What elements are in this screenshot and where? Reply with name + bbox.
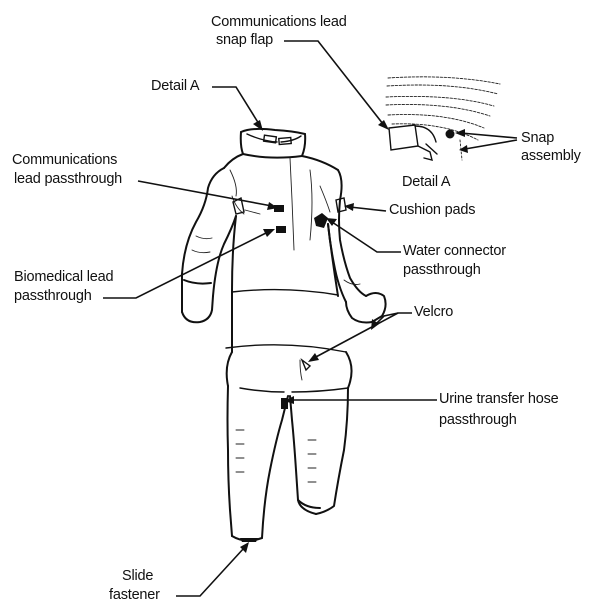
label-comm-passthrough-line1: Communications [12, 152, 117, 169]
label-urine-hose-line2: passthrough [439, 412, 517, 429]
detail-a-inset-drawing [386, 77, 500, 160]
slide-fastener-icon [240, 538, 258, 542]
label-snap-assembly-line2: assembly [521, 148, 581, 165]
label-comm-snap-flap-line1: Communications lead [211, 14, 347, 31]
label-comm-snap-flap-line2: snap flap [216, 32, 273, 49]
label-detail-a-top: Detail A [151, 78, 199, 95]
biomedical-passthrough-icon [276, 226, 286, 233]
label-water-connector-line1: Water connector [403, 243, 506, 260]
label-slide-fastener-line1: Slide [122, 568, 153, 585]
label-urine-hose-line1: Urine transfer hose [439, 391, 559, 408]
comm-passthrough-icon [274, 205, 284, 212]
label-detail-a-inset: Detail A [402, 174, 450, 191]
label-biomedical-line1: Biomedical lead [14, 269, 113, 286]
label-velcro: Velcro [414, 304, 453, 321]
label-slide-fastener-line2: fastener [109, 587, 160, 604]
water-connector-icon [314, 213, 328, 228]
label-biomedical-line2: passthrough [14, 288, 92, 305]
label-cushion-pads: Cushion pads [389, 202, 475, 219]
label-comm-passthrough-line2: lead passthrough [14, 171, 122, 188]
label-water-connector-line2: passthrough [403, 262, 481, 279]
label-snap-assembly-line1: Snap [521, 130, 554, 147]
snap-icon [446, 130, 455, 139]
